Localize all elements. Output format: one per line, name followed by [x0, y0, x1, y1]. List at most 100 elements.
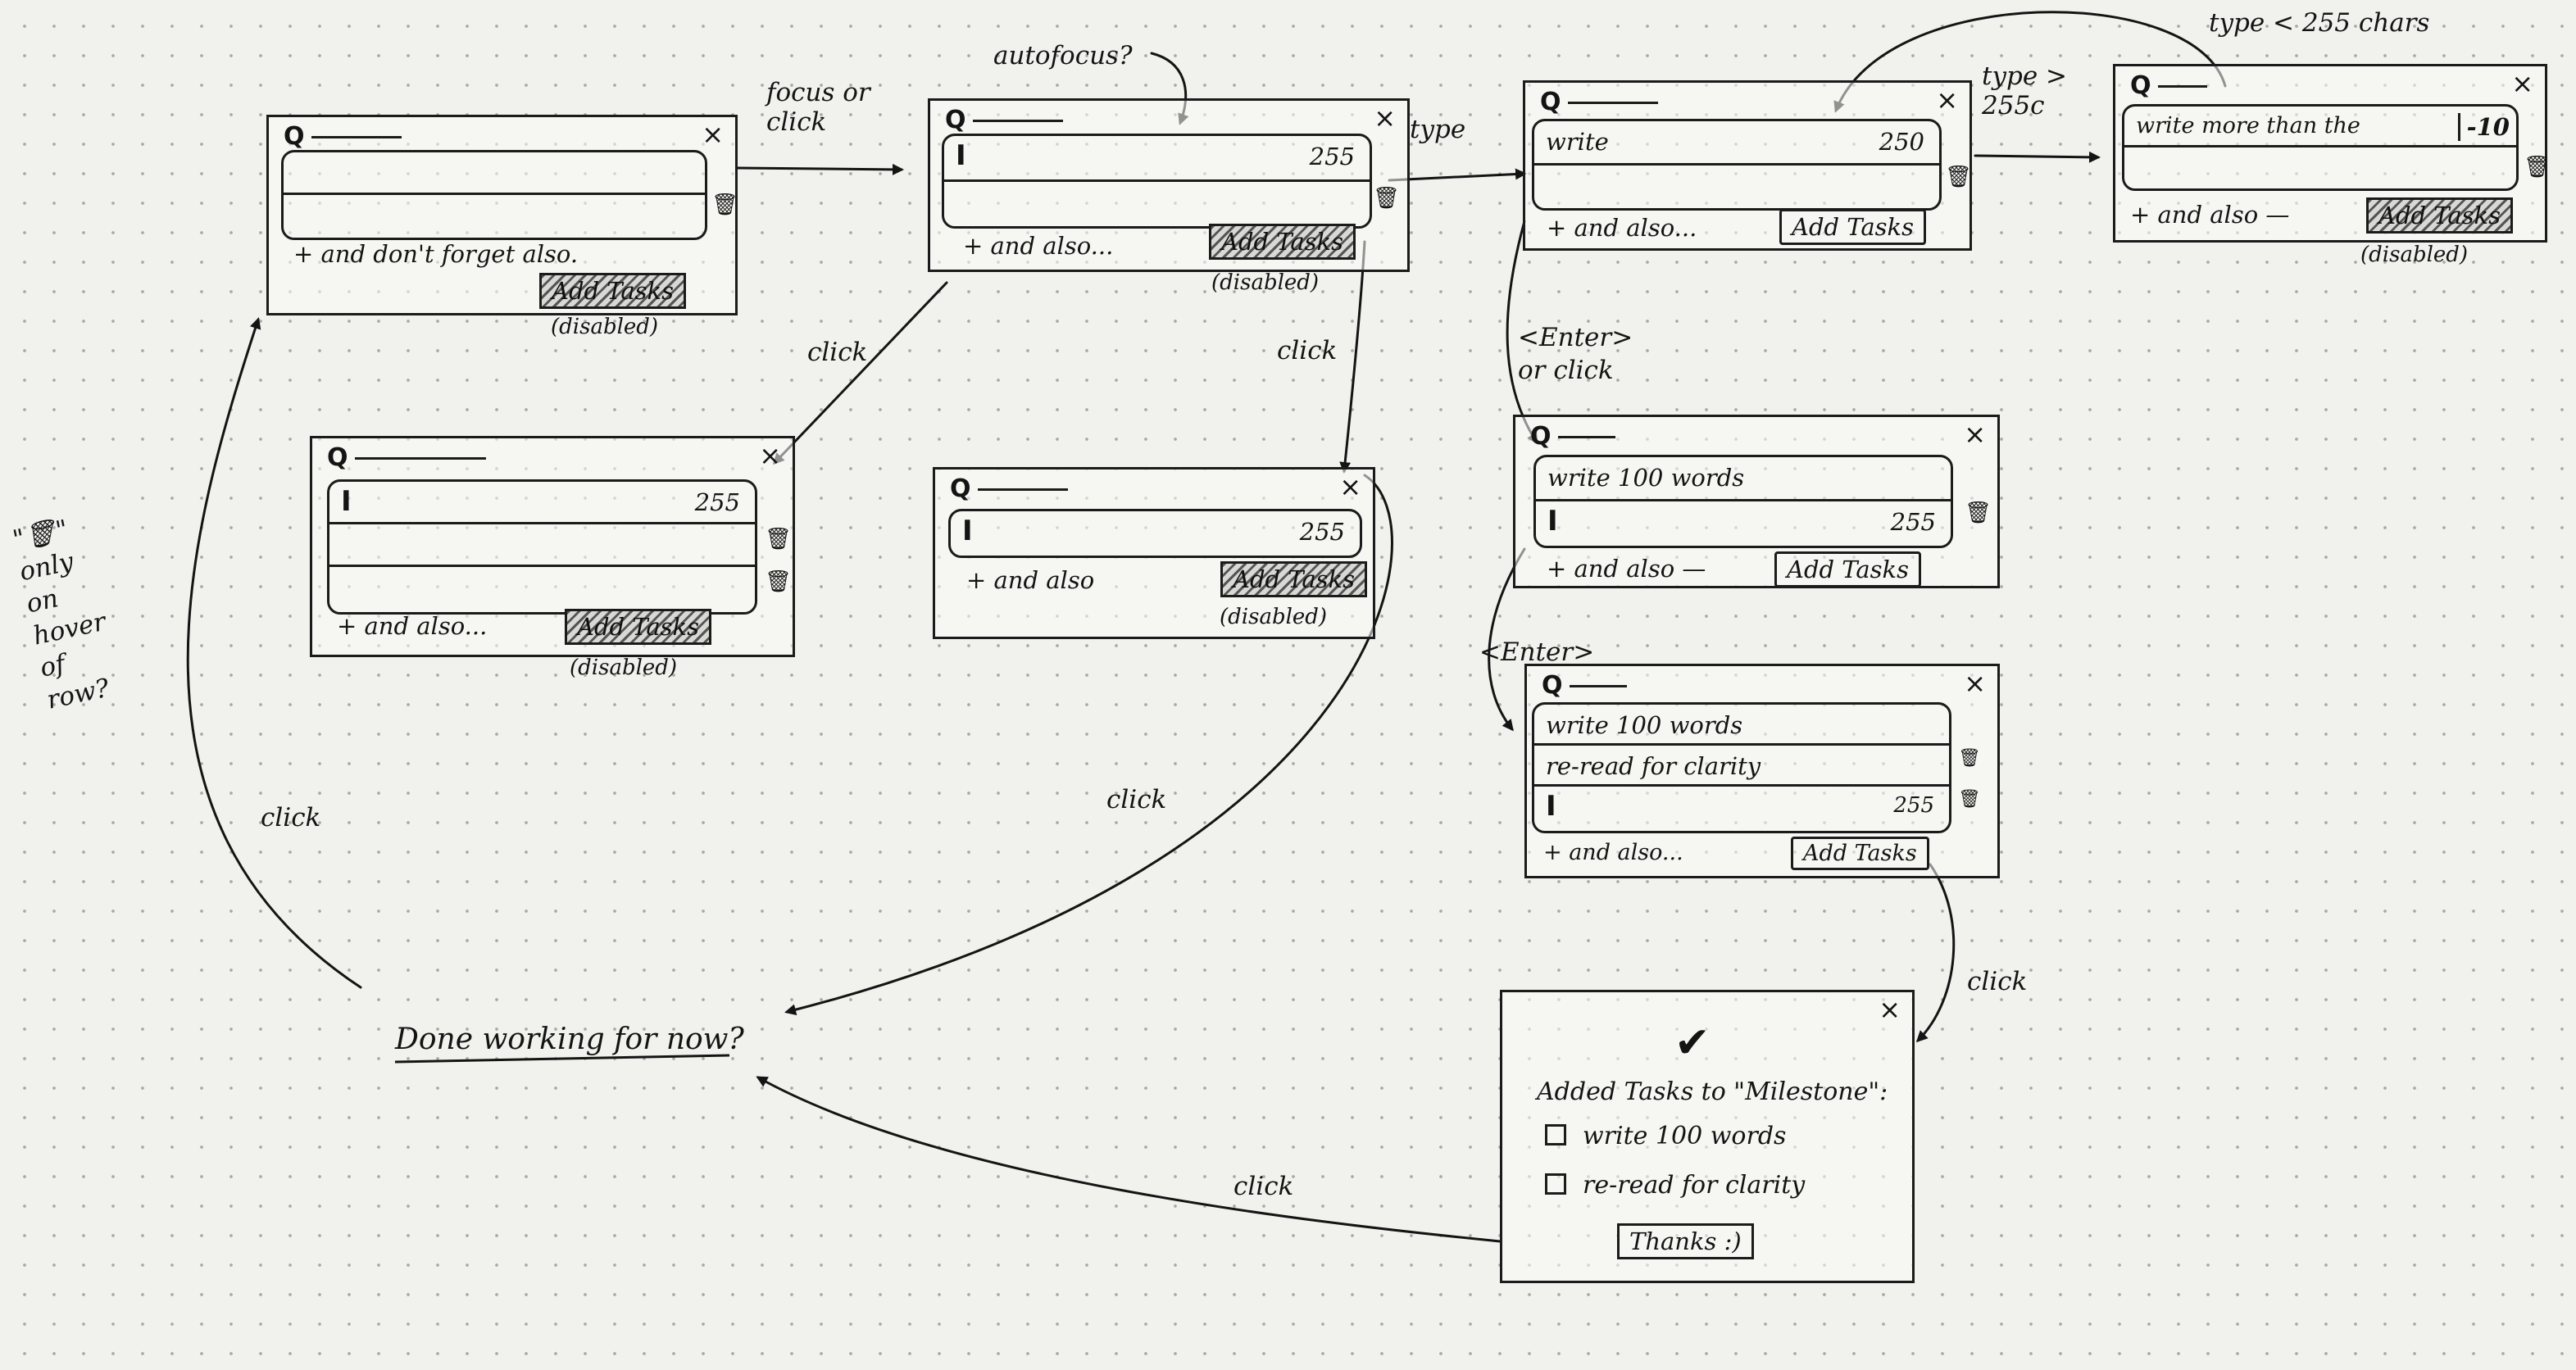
task-row[interactable]	[2124, 147, 2516, 188]
close-icon[interactable]: ×	[1964, 668, 1986, 699]
trash-icon[interactable]: 🗑	[2524, 155, 2551, 179]
search-field[interactable]: Q	[945, 106, 1063, 134]
confirmed-task-item[interactable]: re-read for clarity	[1545, 1171, 1805, 1200]
trash-icon[interactable]: 🗑	[1958, 789, 1981, 810]
add-tasks-button[interactable]: Add Tasks	[539, 273, 687, 309]
add-tasks-button[interactable]: Add Tasks	[1220, 561, 1368, 597]
text-cursor-icon: I	[1546, 790, 1556, 823]
trash-icon[interactable]: 🗑	[1945, 165, 1973, 189]
trash-icon[interactable]: 🗑	[1373, 186, 1401, 211]
task-row[interactable]: I 255	[1536, 501, 1951, 546]
task-list: write more than the -10	[2122, 104, 2519, 191]
search-field[interactable]: Q	[2130, 71, 2207, 100]
close-icon[interactable]: ×	[2511, 68, 2533, 99]
close-icon[interactable]: ×	[1374, 102, 1396, 134]
arrow-p4-to-done	[784, 474, 1393, 1016]
task-row[interactable]: write 100 words	[1534, 705, 1949, 746]
search-field[interactable]: Q	[1530, 422, 1615, 451]
trash-icon[interactable]: 🗑	[711, 193, 739, 217]
task-row[interactable]: re-read for clarity	[1534, 746, 1949, 787]
note-autofocus: autofocus?	[993, 41, 1133, 70]
task-row[interactable]	[944, 182, 1370, 228]
close-icon[interactable]: ×	[759, 440, 781, 471]
trash-icon[interactable]: 🗑	[1958, 748, 1981, 769]
note-click-p2-p3: click	[807, 338, 868, 367]
task-row[interactable]: write 100 words	[1536, 457, 1951, 501]
note-type: type	[1410, 115, 1466, 144]
and-also-link[interactable]: + and also...	[337, 612, 488, 640]
search-field[interactable]: Q	[1540, 88, 1658, 116]
add-tasks-button[interactable]: Add Tasks	[1779, 209, 1927, 245]
char-count-negative: -10	[2457, 113, 2510, 141]
and-also-link[interactable]: + and also —	[1547, 555, 1706, 583]
trash-icon[interactable]: 🗑	[765, 569, 793, 594]
task-row[interactable]	[329, 567, 755, 610]
char-count: 250	[1879, 128, 1924, 156]
and-also-link[interactable]: + and also...	[1543, 840, 1683, 865]
panel-single-row: Q × I 255 + and also Add Tasks	[933, 467, 1375, 639]
task-row[interactable]: I 255	[944, 136, 1370, 182]
search-field[interactable]: Q	[327, 443, 486, 472]
task-list	[281, 150, 707, 240]
add-tasks-button[interactable]: Add Tasks	[565, 609, 712, 645]
confirmed-task-label: write 100 words	[1583, 1122, 1787, 1150]
task-list: I 255	[942, 134, 1372, 229]
add-tasks-button[interactable]: Add Tasks	[1209, 224, 1356, 260]
confirmed-task-item[interactable]: write 100 words	[1545, 1122, 1786, 1150]
thanks-button[interactable]: Thanks :)	[1617, 1223, 1754, 1259]
confirmed-task-label: re-read for clarity	[1583, 1171, 1806, 1200]
close-icon[interactable]: ×	[1964, 419, 1986, 450]
task-row[interactable]: I 255	[329, 482, 755, 524]
close-icon[interactable]: ×	[702, 119, 724, 150]
search-field[interactable]: Q	[1542, 671, 1627, 700]
search-icon: Q	[327, 443, 348, 472]
note-click-p9-done: click	[1233, 1172, 1294, 1201]
and-also-link[interactable]: + and also —	[2130, 201, 2290, 229]
task-list: write 100 words re-read for clarity I 25…	[1532, 702, 1951, 833]
panel-after-enter: Q × write 100 words I 255 🗑 + and also —…	[1513, 415, 2000, 588]
add-tasks-button[interactable]: Add Tasks	[1774, 551, 1922, 587]
task-row[interactable]	[284, 195, 705, 238]
char-count: 255	[1299, 518, 1345, 546]
task-row[interactable]	[1534, 166, 1939, 210]
panel-initial: Q × 🗑 + and don't forget also. Add Tasks	[266, 115, 738, 315]
close-icon[interactable]: ×	[1936, 84, 1958, 116]
task-list: write 100 words I 255	[1533, 455, 1953, 548]
search-icon: Q	[2130, 71, 2151, 100]
task-row[interactable]: write 250	[1534, 121, 1939, 166]
and-also-link[interactable]: + and also	[966, 566, 1095, 594]
task-row[interactable]	[329, 524, 755, 567]
done-working-link[interactable]: Done working for now?	[395, 1023, 744, 1056]
and-also-link[interactable]: + and don't forget also.	[293, 240, 579, 268]
task-row[interactable]: write more than the -10	[2124, 107, 2516, 147]
trash-icon[interactable]: 🗑	[765, 527, 793, 551]
char-count: 255	[1309, 143, 1355, 170]
arrow-p7-to-p8	[1488, 547, 1526, 732]
and-also-link[interactable]: + and also...	[963, 232, 1114, 260]
trash-icon[interactable]: 🗑	[1965, 501, 1992, 525]
add-tasks-button[interactable]: Add Tasks	[1791, 837, 1929, 870]
and-also-link[interactable]: + and also...	[1547, 214, 1697, 242]
search-icon: Q	[1542, 671, 1563, 700]
char-count: 255	[1893, 793, 1934, 818]
add-tasks-button[interactable]: Add Tasks	[2366, 197, 2514, 234]
panel-over-limit: Q × write more than the -10 🗑 + and also…	[2113, 64, 2551, 243]
task-row[interactable]: I 255	[1534, 787, 1949, 828]
search-field[interactable]: Q	[284, 122, 402, 151]
checkbox[interactable]	[1545, 1173, 1566, 1195]
search-field[interactable]: Q	[950, 474, 1068, 503]
char-count: 255	[694, 488, 740, 516]
panel-two-tasks: Q × write 100 words re-read for clarity …	[1524, 664, 2000, 878]
note-focus-or-click: focus or click	[766, 78, 870, 137]
arrow-p2-to-p3	[772, 281, 948, 465]
close-icon[interactable]: ×	[1879, 994, 1901, 1025]
task-row[interactable]: I 255	[951, 511, 1360, 556]
panel-focused: Q × I 255 🗑 + and also... Add Tasks	[928, 98, 1410, 272]
text-cursor-icon: I	[1547, 505, 1558, 538]
close-icon[interactable]: ×	[1339, 471, 1361, 502]
confirmation-title: Added Tasks to "Milestone":	[1537, 1077, 1888, 1106]
note-click-done-p1: click	[261, 803, 321, 832]
checkbox[interactable]	[1545, 1124, 1566, 1145]
search-icon: Q	[1540, 88, 1561, 116]
task-row[interactable]	[284, 152, 705, 195]
